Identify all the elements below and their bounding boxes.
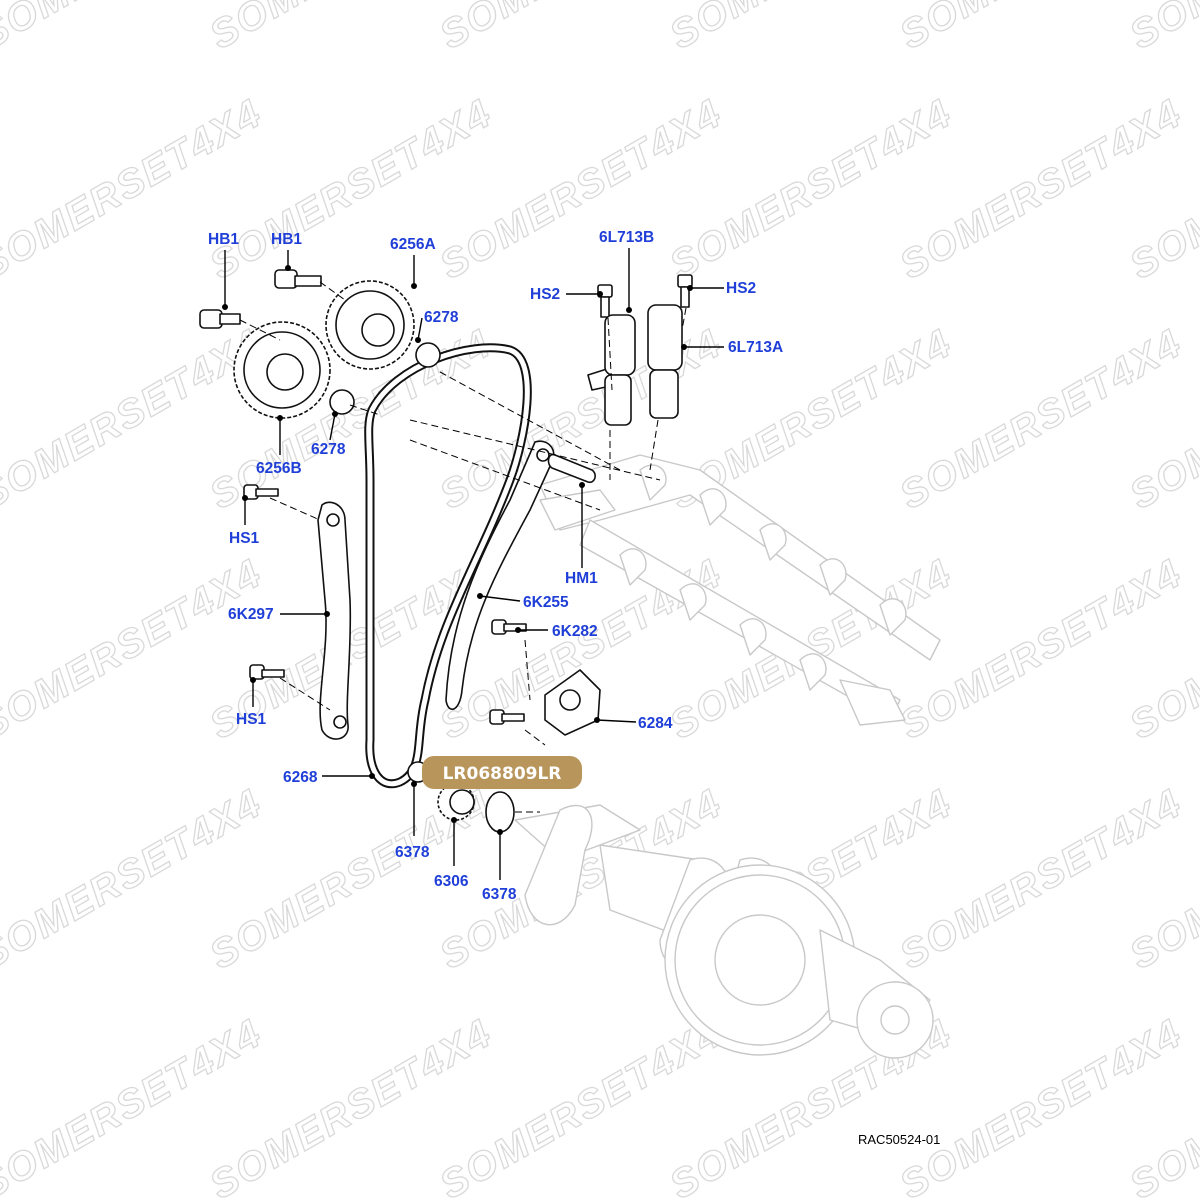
bolt-hb1-left <box>199 309 241 329</box>
label-hs1-upper[interactable]: HS1 <box>229 530 260 547</box>
solenoid-b <box>587 314 636 426</box>
label-6284[interactable]: 6284 <box>638 715 673 732</box>
vvt-sprocket-a <box>325 280 415 370</box>
part-number-text: LR068809LR <box>443 764 562 784</box>
label-6306[interactable]: 6306 <box>434 873 469 890</box>
dowel-hm1 <box>547 453 597 484</box>
label-hs2-right[interactable]: HS2 <box>726 280 756 297</box>
label-hs2-left[interactable]: HS2 <box>530 286 560 303</box>
label-hm1[interactable]: HM1 <box>565 570 598 587</box>
bolt-hs1-upper <box>243 484 279 500</box>
label-6268[interactable]: 6268 <box>283 769 318 786</box>
label-6k297[interactable]: 6K297 <box>228 606 274 623</box>
assembly-lines <box>239 281 687 813</box>
washer-lower <box>329 389 355 415</box>
crank-sprocket <box>437 783 475 821</box>
chain-tensioner <box>544 669 601 736</box>
bolt-6k282 <box>491 619 527 635</box>
label-hb1-left[interactable]: HB1 <box>208 231 239 248</box>
vvt-sprocket-b <box>233 321 331 419</box>
timing-chain <box>364 343 532 789</box>
leader-lines <box>222 248 724 880</box>
label-hs1-lower[interactable]: HS1 <box>236 711 267 728</box>
label-6k255[interactable]: 6K255 <box>523 594 569 611</box>
camshafts <box>539 454 941 726</box>
crankshaft <box>514 804 934 1059</box>
chain-guide-left <box>317 501 352 740</box>
label-6278-lower[interactable]: 6278 <box>311 441 346 458</box>
bolt-hs1-lower <box>249 664 285 680</box>
watermark-text: SOMERSET4X4 <box>1123 0 1200 58</box>
bolt-hb1-right <box>274 269 322 289</box>
label-6k282[interactable]: 6K282 <box>552 623 598 640</box>
part-labels: HB1 HB1 6256A 6278 6278 6256B 6L713B HS2… <box>208 229 783 903</box>
part-number-badge[interactable]: LR068809LR <box>422 756 582 789</box>
label-6378-right[interactable]: 6378 <box>482 886 517 903</box>
label-6l713b[interactable]: 6L713B <box>599 229 654 246</box>
label-hb1-right[interactable]: HB1 <box>271 231 302 248</box>
bolt-tensioner <box>489 709 525 725</box>
diagram-reference-code: RAC50524-01 <box>858 1132 940 1147</box>
washer-upper <box>415 342 441 368</box>
label-6256a[interactable]: 6256A <box>390 236 436 253</box>
bolt-hs2-right <box>677 274 693 308</box>
solenoid-a <box>647 304 683 419</box>
label-6256b[interactable]: 6256B <box>256 460 302 477</box>
label-6l713a[interactable]: 6L713A <box>728 339 783 356</box>
seal-right <box>485 791 515 833</box>
label-6278-upper[interactable]: 6278 <box>424 309 459 326</box>
label-6378-left[interactable]: 6378 <box>395 844 430 861</box>
bolt-hs2-left <box>597 284 613 318</box>
